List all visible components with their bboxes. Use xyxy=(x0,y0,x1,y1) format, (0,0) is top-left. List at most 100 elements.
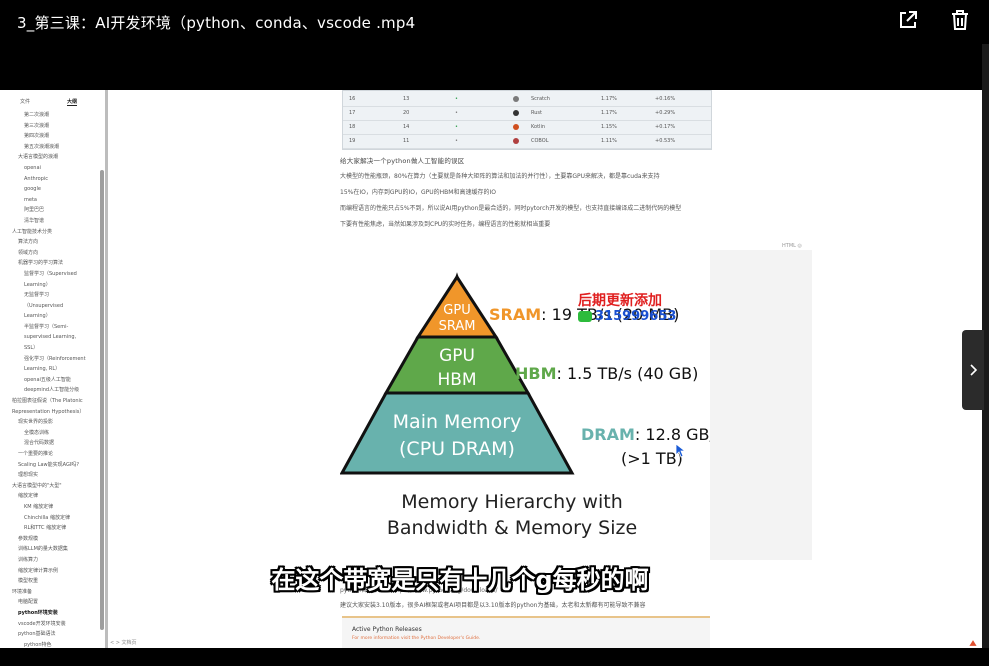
outline-item[interactable]: 缩放定律计算示例 xyxy=(18,567,59,574)
outline-item[interactable]: 第四次浪潮 xyxy=(24,133,50,140)
language-logo-icon xyxy=(513,96,519,102)
outline-item[interactable]: python环境安装 xyxy=(18,609,58,616)
outline-item[interactable]: Chinchilla 缩放定律 xyxy=(24,514,70,521)
outline-item[interactable]: 算法方向 xyxy=(18,239,39,246)
outline-item[interactable]: python基础语法 xyxy=(18,631,56,638)
outline-item[interactable]: 训练算力 xyxy=(18,556,39,563)
outline-item[interactable]: 阿里巴巴 xyxy=(24,207,45,214)
hbm-label: HBM xyxy=(515,364,557,383)
outline-item[interactable]: Scaling Law能实现AGI吗? xyxy=(18,461,79,468)
outline-item[interactable]: 第三次浪潮 xyxy=(24,122,50,129)
right-edge-strip xyxy=(982,44,989,648)
promo-number: 315999653 xyxy=(595,309,677,324)
dram-label: DRAM xyxy=(581,425,635,444)
outline-item[interactable]: 混合代码数据 xyxy=(24,440,55,447)
dram-spec: DRAM: 12.8 GB/s xyxy=(581,425,723,444)
outline-item[interactable]: 第五次浪潮浪潮 xyxy=(24,143,60,150)
outline-item[interactable]: 强化学习（Reinforcement xyxy=(24,355,86,362)
wechat-icon xyxy=(578,311,592,322)
table-cell: 19 xyxy=(349,138,356,144)
outline-item[interactable]: Anthropic xyxy=(24,175,49,182)
tier-hbm-label-2: HBM xyxy=(437,370,476,390)
paragraph-title: 给大家解决一个python做人工智能的误区 xyxy=(340,157,465,165)
dram-value: : 12.8 GB/s xyxy=(635,425,723,444)
sidebar-scrollbar[interactable] xyxy=(100,170,104,630)
outline-item[interactable]: Representation Hypothesis） xyxy=(12,408,85,415)
outline-item[interactable]: （Unsupervised xyxy=(24,302,64,309)
outline-item[interactable]: 大语言模型中的"大型" xyxy=(12,482,62,489)
outline-item[interactable]: 理想现实 xyxy=(18,472,39,479)
outline-item[interactable]: 清华智谱 xyxy=(24,217,45,224)
outline-item[interactable]: 全模态训练 xyxy=(24,429,50,436)
outline-item[interactable]: python特色 xyxy=(24,641,52,648)
outline-item[interactable]: 无监督学习 xyxy=(24,292,50,299)
outline-item[interactable]: 机器学习的学习算法 xyxy=(18,260,64,267)
outline-item[interactable]: Learning） xyxy=(24,281,51,288)
outline-item[interactable]: RL和TTC 缩放定律 xyxy=(24,525,67,532)
outline-item[interactable]: deepmind人工智能分级 xyxy=(24,387,80,394)
releases-title: Active Python Releases xyxy=(352,626,422,633)
outline-item[interactable]: SSL） xyxy=(24,345,39,352)
outline-item[interactable]: 缩放定律 xyxy=(18,493,39,500)
outline-item[interactable]: Learning, RL） xyxy=(24,366,61,373)
next-media-button[interactable] xyxy=(962,330,984,410)
tier-sram-label-2: SRAM xyxy=(439,319,476,334)
trend-indicator-icon: • xyxy=(455,124,458,130)
outline-item[interactable]: 模型权重 xyxy=(18,578,39,585)
table-cell: 16 xyxy=(349,96,356,102)
paragraph: 建议大家安装3.10版本，很多AI框架或者AI项目都是以3.10版本的pytho… xyxy=(340,602,646,609)
outline-item[interactable]: 监督学习（Supervised xyxy=(24,270,77,277)
outline-item[interactable]: 一个重要的推论 xyxy=(18,451,54,457)
trend-indicator-icon: • xyxy=(455,96,458,102)
outline-item[interactable]: meta xyxy=(24,196,37,203)
memory-pyramid-figure: GPU SRAM GPU HBM Main Memory (CPU DRAM) … xyxy=(339,272,723,539)
open-external-icon[interactable] xyxy=(896,8,920,32)
outline-item[interactable]: KM 缩放定律 xyxy=(24,503,54,510)
outline-item[interactable]: 训练LLM的量大数据集 xyxy=(18,546,68,553)
outline-item[interactable]: 半监督学习（Semi- xyxy=(24,323,69,330)
sram-value: : 19 TB/s (20 MB) xyxy=(541,305,679,324)
trash-icon[interactable] xyxy=(948,8,972,32)
sram-label: SRAM xyxy=(489,305,541,324)
sidebar-bottom-controls[interactable]: < > 文档页 xyxy=(110,640,137,646)
table-cell: Scratch xyxy=(531,96,550,102)
table-cell: 1.17% xyxy=(601,110,617,116)
table-cell: 11 xyxy=(403,138,410,144)
promo-text: 后期更新添加 xyxy=(578,293,662,309)
paragraph: 15%在IO，内存到GPU的IO，GPU的HBM和高速缓存的IO xyxy=(340,189,496,196)
sram-spec: SRAM: 19 TB/s (20 MB) xyxy=(489,305,679,324)
outline-item[interactable]: 第二次浪潮 xyxy=(24,112,50,118)
outline-item[interactable]: google xyxy=(24,186,41,193)
paragraph: 而编程语言的性能只占5%不到，所以说AI用python是最合适的，同时pytor… xyxy=(340,205,682,212)
outline-item[interactable]: 领域方向 xyxy=(18,249,39,256)
tab-outline[interactable]: 大纲 xyxy=(67,99,78,106)
outline-item[interactable]: openai五级人工智能 xyxy=(24,376,71,383)
outline-item[interactable]: 大语言模型的浪潮 xyxy=(18,154,59,161)
outline-item[interactable]: 人工智能技术分类 xyxy=(12,228,53,235)
table-cell: 17 xyxy=(349,110,356,116)
outline-item[interactable]: 柏拉图表征假说（The Platonic xyxy=(12,398,83,405)
outline-item[interactable]: 电脑配置 xyxy=(18,599,39,606)
table-cell: 1.11% xyxy=(601,138,617,144)
outline-item[interactable]: openai xyxy=(24,164,41,171)
outline-item[interactable]: vscode开发环境安装 xyxy=(18,620,66,627)
outline-sidebar: 文件 大纲 第二次浪潮第三次浪潮第四次浪潮第五次浪潮浪潮大语言模型的浪潮 open… xyxy=(0,90,108,648)
tab-files[interactable]: 文件 xyxy=(20,99,31,105)
python-download-link[interactable]: python官方下载：https://www.python.org/downlo… xyxy=(340,587,498,594)
outline-item[interactable]: 参数规模 xyxy=(18,535,39,542)
outline-item[interactable]: supervised Learning, xyxy=(24,334,77,341)
window-title: 3_第三课：AI开发环境（python、conda、vscode .mp4 xyxy=(17,14,416,32)
table-cell: COBOL xyxy=(531,138,549,144)
outline-item[interactable]: 现实世界的投影 xyxy=(18,419,54,426)
table-cell: 20 xyxy=(403,110,410,116)
table-cell: 1.17% xyxy=(601,96,617,102)
video-subtitle: 在这个带宽是只有十几个g每秒的啊 xyxy=(271,566,649,594)
outline-item[interactable]: 环境准备 xyxy=(12,588,33,595)
slide-caption-1: Memory Hierarchy with xyxy=(401,491,623,513)
video-frame[interactable]: 文件 大纲 第二次浪潮第三次浪潮第四次浪潮第五次浪潮浪潮大语言模型的浪潮 open… xyxy=(0,90,982,648)
outline-item[interactable]: Learning） xyxy=(24,313,51,320)
